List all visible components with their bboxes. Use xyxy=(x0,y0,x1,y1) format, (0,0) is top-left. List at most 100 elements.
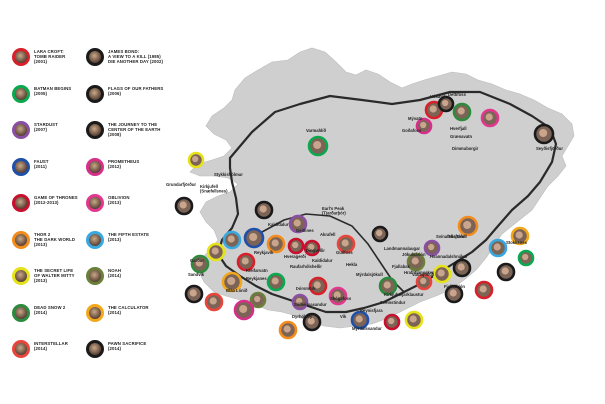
marker-portrait-icon xyxy=(376,229,383,237)
legend-label: NOAH (2014) xyxy=(108,268,122,278)
marker-portrait-icon xyxy=(211,247,219,255)
place-label: Sandvík xyxy=(188,272,205,277)
marker-portrait-icon xyxy=(388,317,395,325)
place-label: Geitlines xyxy=(296,228,314,233)
marker-portrait-icon xyxy=(420,121,427,129)
legend-label: JAMES BOND: A VIEW TO A KILL (1985) DIE … xyxy=(108,49,164,64)
marker-portrait-icon xyxy=(355,315,363,323)
marker-portrait-icon xyxy=(313,140,322,150)
place-label: Sólheimasandur xyxy=(294,302,327,307)
legend-label: BATMAN BEGINS (2005) xyxy=(34,85,72,96)
place-label: Vík xyxy=(340,314,347,319)
place-label: Stykkishólmur xyxy=(214,172,243,177)
place-label: Þórsmörk xyxy=(296,286,316,291)
legend-badge-icon xyxy=(86,48,104,66)
legend-item: INTERSTELLAR (2014) xyxy=(12,340,94,358)
place-label: Earl's Peak(Tjarðarþór) xyxy=(322,206,346,216)
legend-badge-icon xyxy=(86,84,104,103)
legend-label: THE CALCULATOR (2014) xyxy=(108,304,149,315)
legend-label: PAWN SACRIFICE (2014) xyxy=(108,341,147,351)
marker-portrait-icon xyxy=(308,243,315,251)
place-label: Landmannalaugar xyxy=(384,246,420,251)
place-label: Goðafoss xyxy=(402,128,422,133)
marker-portrait-icon xyxy=(179,201,187,209)
legend-badge-icon xyxy=(12,340,30,358)
marker-portrait-icon xyxy=(539,128,548,138)
place-label: Fjallsárlón xyxy=(444,284,465,289)
place-label: Grænavatn xyxy=(450,134,473,139)
place-label: Hrafntinnusker xyxy=(404,270,434,275)
marker-portrait-icon xyxy=(271,277,279,285)
legend-badge-icon xyxy=(86,230,104,249)
marker-portrait-icon xyxy=(479,285,487,293)
legend-item: FAUST (2011) xyxy=(12,157,94,176)
place-label: Bláa Lónið xyxy=(226,288,248,293)
place-label: Gullfoss xyxy=(336,250,353,255)
legend-item: DEAD SNOW 2 (2014) xyxy=(12,303,94,322)
place-label: Vatnajökull xyxy=(412,272,434,277)
legend-label: THOR 2 THE DARK WORLD (2013) xyxy=(34,231,76,247)
marker-portrait-icon xyxy=(209,297,217,305)
marker-portrait-icon xyxy=(241,257,249,265)
legend-item: THE CALCULATOR (2014) xyxy=(86,303,168,322)
legend-label: THE FIFTH ESTATE (2013) xyxy=(108,231,150,242)
marker-portrait-icon xyxy=(442,99,449,107)
marker-portrait-icon xyxy=(485,113,493,121)
marker-portrait-icon xyxy=(457,263,465,271)
place-label: Seyðisfjörður xyxy=(536,146,563,151)
legend-badge-icon xyxy=(12,303,30,322)
place-label: Hverfjall xyxy=(450,126,467,131)
place-label: Kaldidalur xyxy=(268,222,289,227)
place-label: Svínafellsjökull xyxy=(436,234,467,239)
legend-item: BATMAN BEGINS (2005) xyxy=(12,84,94,103)
marker-portrait-icon xyxy=(493,243,501,251)
legend-item: NOAH (2014) xyxy=(86,267,168,285)
marker-portrait-icon xyxy=(463,220,472,230)
place-label: Stokksnes xyxy=(506,240,528,245)
legend-badge-icon xyxy=(12,157,30,176)
legend-item: THOR 2 THE DARK WORLD (2013) xyxy=(12,230,94,249)
legend-item: THE FIFTH ESTATE (2013) xyxy=(86,230,168,249)
legend-item: THE SECRET LIFE OF WALTER MITTY (2013) xyxy=(12,267,94,285)
legend-label: THE SECRET LIFE OF WALTER MITTY (2013) xyxy=(34,268,75,283)
place-label: Kleifarvatn xyxy=(246,268,268,273)
legend-badge-icon xyxy=(86,340,104,358)
legend-badge-icon xyxy=(12,230,30,249)
legend-badge-icon xyxy=(12,48,30,66)
marker-portrait-icon xyxy=(227,235,235,243)
marker-portrait-icon xyxy=(429,105,437,113)
marker-portrait-icon xyxy=(449,289,457,297)
marker-portrait-icon xyxy=(428,243,435,251)
legend-label: DEAD SNOW 2 (2014) xyxy=(34,304,66,315)
marker-portrait-icon xyxy=(249,232,258,242)
place-label: Mýrdalsjökull xyxy=(356,272,383,277)
marker-portrait-icon xyxy=(409,315,417,323)
marker-portrait-icon xyxy=(411,257,419,265)
place-label: Húsavík xyxy=(430,94,447,99)
place-label: Hveragerði xyxy=(284,254,306,259)
place-label: Grundarfjörður xyxy=(166,182,196,187)
place-label: Kirkjufell(Snæfellsnes) xyxy=(200,184,228,194)
place-label: Þingvellir xyxy=(306,248,325,253)
legend-item: PAWN SACRIFICE (2014) xyxy=(86,340,168,358)
marker-portrait-icon xyxy=(296,297,303,305)
place-label: Sveinstindur xyxy=(380,300,406,305)
place-label: Mýrdalssandur xyxy=(352,326,382,331)
place-label: Jökulsárlón xyxy=(402,252,426,257)
place-label: Skaftafell xyxy=(448,234,467,239)
legend-item: PROMETHEUS (2012) xyxy=(86,157,168,176)
marker-portrait-icon xyxy=(195,259,203,267)
legend-badge-icon xyxy=(86,121,104,139)
legend-badge-icon xyxy=(12,267,30,285)
legend-item: THE JOURNEY TO THE CENTER OF THE EARTH (… xyxy=(86,121,168,139)
place-label: Reynisfjara xyxy=(360,308,383,313)
place-label: Reykjavík xyxy=(254,250,274,255)
marker-portrait-icon xyxy=(420,277,427,285)
marker-portrait-icon xyxy=(271,239,279,247)
legend-item: FLAGS OF OUR FATHERS (2006) xyxy=(86,84,168,103)
marker-portrait-icon xyxy=(239,304,248,314)
legend-label: THE JOURNEY TO THE CENTER OF THE EARTH (… xyxy=(108,122,161,137)
marker-portrait-icon xyxy=(283,325,291,333)
marker-portrait-icon xyxy=(227,276,236,286)
